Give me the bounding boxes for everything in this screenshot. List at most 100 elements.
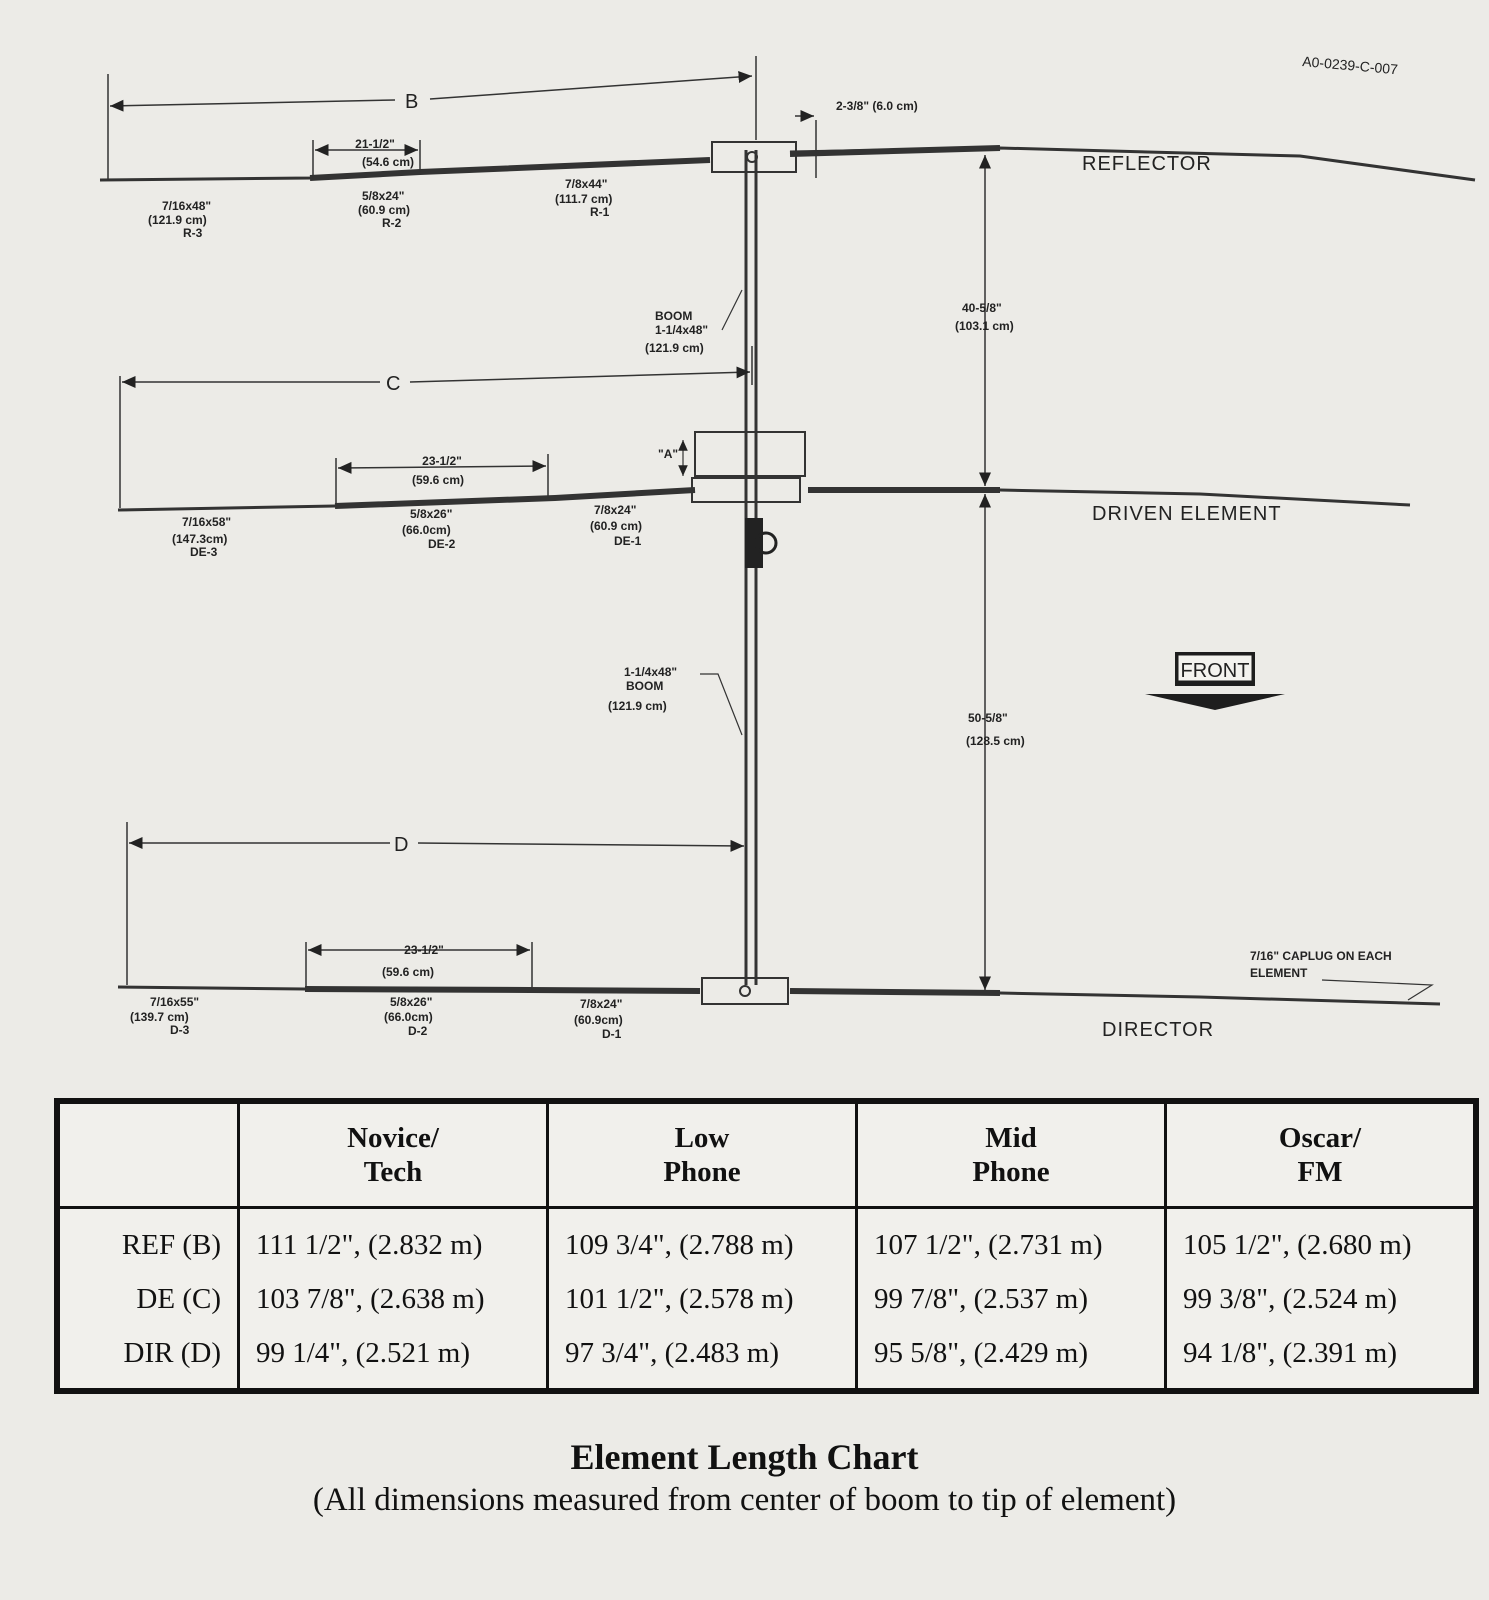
de1-size: 7/8x24" — [594, 503, 636, 517]
r3-id: R-3 — [183, 226, 203, 240]
antenna-assembly-diagram: A0-0239-C-007 B — [99, 53, 1476, 1041]
boom-cm-1: (121.9 cm) — [645, 341, 704, 355]
d2-cm: (66.0cm) — [384, 1010, 433, 1024]
table-cell: 109 3/4", (2.788 m) — [565, 1228, 794, 1261]
table-cell: 99 3/8", (2.524 m) — [1183, 1282, 1398, 1315]
r3-size: 7/16x48" — [162, 199, 211, 213]
d2-size: 5/8x26" — [390, 995, 432, 1009]
reflector-bracket — [711, 141, 797, 173]
spacing-1-inches: 40-5/8" — [962, 301, 1002, 315]
caplug-note-line1: 7/16" CAPLUG ON EACH — [1250, 949, 1392, 963]
table-cell: 97 3/4", (2.483 m) — [565, 1336, 780, 1369]
driven-span-dimension: 23-1/2" (59.6 cm) — [335, 454, 549, 506]
dimension-a-label: "A" — [658, 447, 678, 461]
table-corner — [57, 1101, 240, 1209]
r1-size: 7/8x44" — [565, 177, 607, 191]
table-cell: 105 1/2", (2.680 m) — [1183, 1228, 1412, 1261]
boom-label-1: BOOM — [655, 309, 692, 323]
reflector-span-dimension: 21-1/2" (54.6 cm) — [312, 137, 421, 178]
driven-span-inches: 23-1/2" — [422, 454, 462, 468]
dimension-c-label: C — [386, 373, 401, 395]
spacing-1-cm: (103.1 cm) — [955, 319, 1014, 333]
column-header-novice-tech: Novice/Tech — [237, 1101, 549, 1209]
table-cell: 107 1/2", (2.731 m) — [874, 1228, 1103, 1261]
r2-id: R-2 — [382, 216, 402, 230]
driven-span-cm: (59.6 cm) — [412, 473, 464, 487]
de2-id: DE-2 — [428, 537, 456, 551]
dimension-d: D — [126, 822, 747, 985]
driven-director-spacing: 50-5/8" (128.5 cm) — [966, 494, 1025, 990]
driven-bracket — [691, 477, 801, 503]
de1-id: DE-1 — [614, 534, 642, 548]
table-cell: 103 7/8", (2.638 m) — [256, 1282, 485, 1315]
reflector-label: REFLECTOR — [1082, 153, 1212, 175]
boom-cm-2: (121.9 cm) — [608, 699, 667, 713]
reflector-span-inches: 21-1/2" — [355, 137, 395, 151]
table-cell: 95 5/8", (2.429 m) — [874, 1336, 1089, 1369]
table-cell: 99 7/8", (2.537 m) — [874, 1282, 1089, 1315]
d3-id: D-3 — [170, 1023, 190, 1037]
de3-id: DE-3 — [190, 545, 218, 559]
r2-cm: (60.9 cm) — [358, 203, 410, 217]
driven-insulator-plate — [694, 431, 806, 477]
driven-element-label: DRIVEN ELEMENT — [1092, 503, 1282, 525]
row-label-ref: REF (B) — [121, 1228, 221, 1261]
de3-cm: (147.3cm) — [172, 532, 227, 546]
director-bracket — [701, 977, 789, 1005]
dimension-c: C — [119, 346, 753, 508]
reflector-span-cm: (54.6 cm) — [362, 155, 414, 169]
director-span-cm: (59.6 cm) — [382, 965, 434, 979]
dimension-d-label: D — [394, 834, 409, 856]
boom-label-2: BOOM — [626, 679, 663, 693]
row-label-de: DE (C) — [136, 1282, 221, 1315]
d3-cm: (139.7 cm) — [130, 1010, 189, 1024]
d1-size: 7/8x24" — [580, 997, 622, 1011]
de1-cm: (60.9 cm) — [590, 519, 642, 533]
column-header-oscar-fm: Oscar/FM — [1164, 1101, 1476, 1209]
d1-cm: (60.9cm) — [574, 1013, 623, 1027]
caption-subtitle: (All dimensions measured from center of … — [312, 1482, 1177, 1518]
d1-id: D-1 — [602, 1027, 622, 1041]
novice-tech-values: 111 1/2", (2.832 m) 103 7/8", (2.638 m) … — [237, 1206, 549, 1391]
boom-size-2: 1-1/4x48" — [624, 665, 677, 679]
front-arrow: FRONT — [1145, 652, 1285, 710]
d2-id: D-2 — [408, 1024, 428, 1038]
feedpoint-connector — [745, 518, 763, 568]
r2-size: 5/8x24" — [362, 189, 404, 203]
table-cell: 111 1/2", (2.832 m) — [256, 1228, 483, 1261]
caption-title: Element Length Chart — [570, 1437, 919, 1477]
caplug-note-line2: ELEMENT — [1250, 966, 1308, 980]
table-cell: 101 1/2", (2.578 m) — [565, 1282, 794, 1315]
de2-cm: (66.0cm) — [402, 523, 451, 537]
de3-size: 7/16x58" — [182, 515, 231, 529]
drawing-number: A0-0239-C-007 — [1302, 53, 1399, 77]
boom-size-1: 1-1/4x48" — [655, 323, 708, 337]
table-cell: 99 1/4", (2.521 m) — [256, 1336, 471, 1369]
spacing-2-inches: 50-5/8" — [968, 711, 1008, 725]
d3-size: 7/16x55" — [150, 995, 199, 1009]
dimension-b: B — [107, 56, 757, 180]
reflector-element — [99, 141, 1476, 182]
director-label: DIRECTOR — [1102, 1019, 1214, 1041]
reflector-gap-dimension: 2-3/8" (6.0 cm) — [795, 99, 918, 178]
r3-cm: (121.9 cm) — [148, 213, 207, 227]
row-labels-cell: REF (B) DE (C) DIR (D) — [57, 1206, 240, 1391]
driven-element — [117, 431, 1411, 568]
table-cell: 94 1/8", (2.391 m) — [1183, 1336, 1398, 1369]
oscar-fm-values: 105 1/2", (2.680 m) 99 3/8", (2.524 m) 9… — [1164, 1206, 1476, 1391]
row-label-dir: DIR (D) — [123, 1336, 221, 1369]
front-label: FRONT — [1181, 660, 1250, 682]
reflector-driven-spacing: 40-5/8" (103.1 cm) — [955, 155, 1014, 486]
spacing-2-cm: (128.5 cm) — [966, 734, 1025, 748]
dimension-b-label: B — [405, 91, 419, 113]
director-element — [117, 977, 1441, 1006]
de2-size: 5/8x26" — [410, 507, 452, 521]
r1-cm: (111.7 cm) — [555, 192, 612, 206]
reflector-gap-text: 2-3/8" (6.0 cm) — [836, 99, 918, 113]
director-span-inches: 23-1/2" — [404, 943, 444, 957]
mid-phone-values: 107 1/2", (2.731 m) 99 7/8", (2.537 m) 9… — [855, 1206, 1167, 1391]
